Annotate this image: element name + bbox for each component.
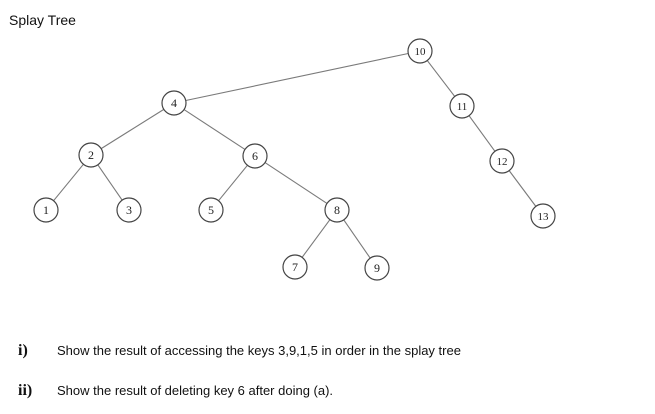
node-circle: [78, 142, 104, 168]
question-2-number: ii): [18, 382, 33, 399]
tree-node-13: 13: [530, 203, 556, 229]
tree-edge-2-3: [97, 164, 123, 201]
node-circle: [242, 143, 268, 169]
node-label: 3: [126, 203, 132, 217]
node-circle: [161, 90, 187, 116]
tree-node-1: 1: [33, 197, 59, 223]
node-label: 4: [171, 96, 177, 110]
node-label: 2: [88, 148, 94, 162]
node-label: 10: [415, 46, 427, 58]
node-circle: [489, 148, 515, 174]
tree-node-5: 5: [198, 197, 224, 223]
tree-edge-10-11: [426, 60, 456, 97]
tree-node-2: 2: [78, 142, 104, 168]
tree-node-9: 9: [364, 255, 390, 281]
tree-edge-6-5: [218, 164, 248, 202]
page-title: Splay Tree: [9, 12, 76, 28]
tree-edge-6-8: [264, 162, 328, 204]
node-label: 12: [497, 156, 508, 168]
node-label: 13: [538, 211, 550, 223]
question-2-text: Show the result of deleting key 6 after …: [57, 383, 334, 398]
question-1-number: i): [18, 342, 28, 359]
node-circle: [33, 197, 59, 223]
tree-edges: [53, 52, 537, 259]
node-circle: [116, 197, 142, 223]
tree-node-11: 11: [449, 93, 475, 119]
node-circle: [530, 203, 556, 229]
tree-edge-8-7: [301, 219, 331, 258]
question-1-text: Show the result of accessing the keys 3,…: [57, 343, 461, 358]
tree-node-6: 6: [242, 143, 268, 169]
tree-node-4: 4: [161, 90, 187, 116]
tree-node-8: 8: [324, 197, 350, 223]
tree-edge-11-12: [468, 115, 496, 152]
tree-edge-12-13: [508, 170, 537, 207]
tree-edge-4-2: [100, 108, 165, 150]
tree-node-3: 3: [116, 197, 142, 223]
node-label: 5: [208, 203, 214, 217]
tree-edge-8-9: [343, 219, 371, 259]
tree-node-12: 12: [489, 148, 515, 174]
node-label: 9: [374, 261, 380, 275]
node-circle: [324, 197, 350, 223]
node-circle: [198, 197, 224, 223]
node-label: 6: [252, 149, 258, 163]
tree-edge-10-4: [185, 52, 409, 102]
node-label: 7: [292, 260, 298, 274]
node-label: 11: [457, 101, 468, 113]
tree-edge-4-6: [183, 109, 246, 150]
tree-node-7: 7: [282, 254, 308, 280]
node-circle: [449, 93, 475, 119]
node-circle: [282, 254, 308, 280]
node-label: 1: [43, 203, 49, 217]
node-label: 8: [334, 203, 340, 217]
node-circle: [407, 38, 433, 64]
tree-node-10: 10: [407, 38, 433, 64]
node-circle: [364, 255, 390, 281]
tree-edge-2-1: [53, 163, 84, 202]
